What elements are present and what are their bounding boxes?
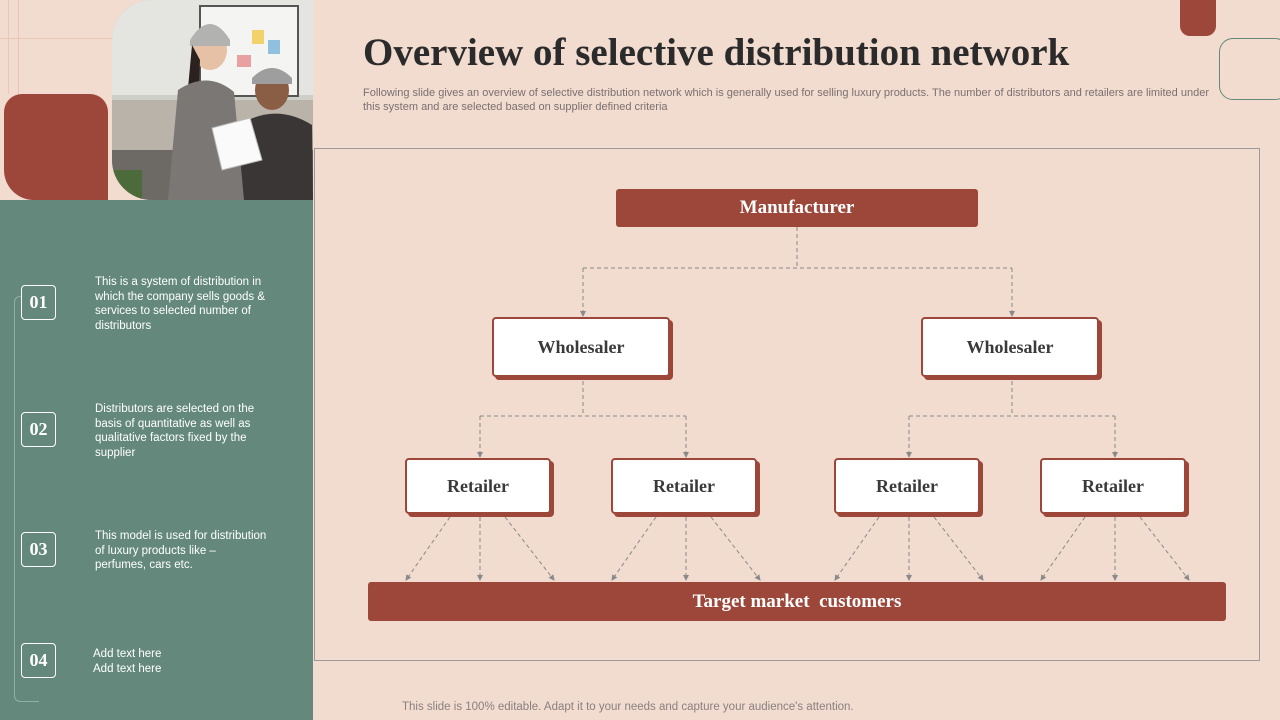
target-customers-bar: Target market customers xyxy=(368,582,1226,621)
decorative-line xyxy=(18,0,19,94)
step-number: 02 xyxy=(21,412,56,447)
corner-decoration xyxy=(1180,0,1216,36)
step-number: 03 xyxy=(21,532,56,567)
accent-block xyxy=(4,94,108,200)
manufacturer-node: Manufacturer xyxy=(616,189,978,227)
diagram-frame xyxy=(314,148,1260,661)
corner-outline-decoration xyxy=(1219,38,1280,100)
retailer-node: Retailer xyxy=(834,458,980,514)
decorative-line xyxy=(0,38,112,39)
step-number: 04 xyxy=(21,643,56,678)
step-description: This model is used for distribution of l… xyxy=(95,530,267,571)
page-subtitle: Following slide gives an overview of sel… xyxy=(363,87,1209,113)
footer-note: This slide is 100% editable. Adapt it to… xyxy=(402,701,854,713)
step-description: Add text here Add text here xyxy=(93,648,162,675)
step-number: 01 xyxy=(21,285,56,320)
wholesaler-node: Wholesaler xyxy=(492,317,670,377)
page-title: Overview of selective distribution netwo… xyxy=(363,31,1070,74)
retailer-node: Retailer xyxy=(611,458,757,514)
step-description: This is a system of distribution in whic… xyxy=(95,276,266,332)
decorative-line xyxy=(8,0,9,94)
wholesaler-node: Wholesaler xyxy=(921,317,1099,377)
people-illustration xyxy=(112,0,313,200)
step-description: Distributors are selected on the basis o… xyxy=(95,403,255,459)
retailer-node: Retailer xyxy=(405,458,551,514)
timeline-bracket xyxy=(14,296,39,702)
retailer-node: Retailer xyxy=(1040,458,1186,514)
team-photo xyxy=(112,0,313,200)
